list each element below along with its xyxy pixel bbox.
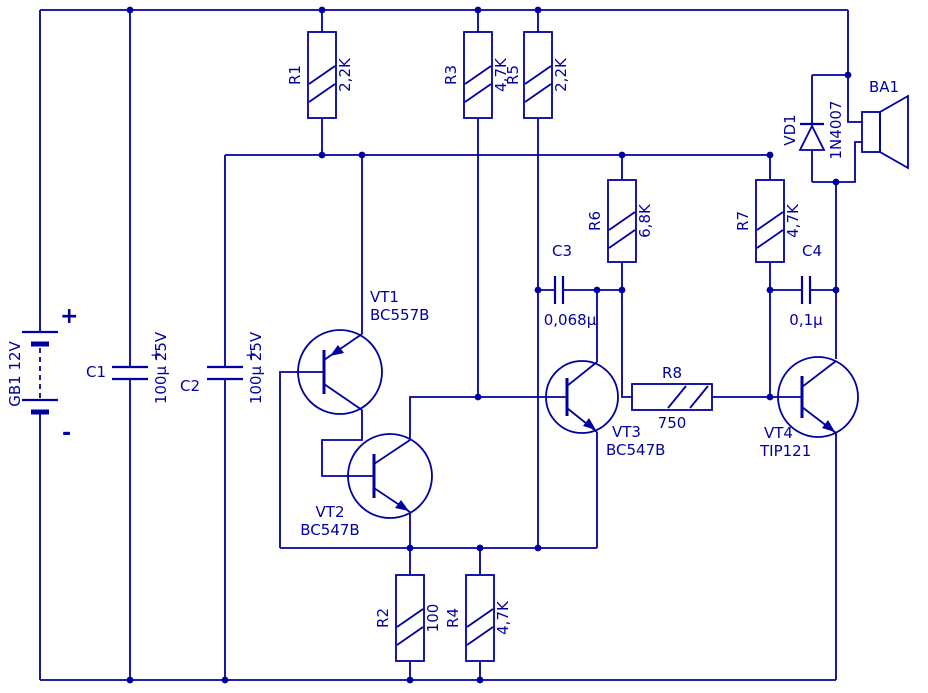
r8-ref-label: R8 [662, 364, 682, 382]
battery-short-plates [31, 341, 49, 415]
c1-plates [112, 365, 148, 381]
vt4-emitter-arrow [822, 420, 835, 432]
wires [39, 9, 862, 681]
c3-ref-label: C3 [552, 242, 572, 260]
r3-ref-label: R3 [442, 65, 460, 85]
c3-value-label: 0,068µ [544, 311, 597, 329]
capacitor-c2: C2 + 100µ 25V [180, 331, 265, 404]
vt3-value-label: BC547B [606, 441, 665, 459]
vt2-ref-label: VT2 [316, 503, 345, 521]
wire-vt1-connections [279, 155, 374, 548]
c2-value-label: 100µ 25V [247, 331, 265, 404]
transistor-vt4: VT4 TIP121 [759, 356, 859, 460]
r6-ref-label: R6 [586, 211, 604, 231]
resistor-r3: R3 4,7K [442, 31, 510, 119]
speaker-horn [879, 94, 909, 170]
c1-plus-sign: + [150, 346, 163, 364]
vt1-value-label: BC557B [370, 306, 429, 324]
transistor-vt3: VT3 BC547B [545, 360, 665, 459]
resistor-r4: R4 4,7K [444, 574, 512, 662]
r8-value-label: 750 [658, 414, 687, 432]
battery-plus-sign: + [60, 304, 78, 329]
r7-value-label: 4,7K [784, 203, 802, 238]
wire-r8-connections [621, 290, 802, 398]
c2-ref-label: C2 [180, 377, 200, 395]
r3-value-label: 4,7K [492, 57, 510, 92]
battery-ref-label: GB1 12V [6, 340, 24, 406]
c1-ref-label: C1 [86, 363, 106, 381]
wire-rails [39, 9, 848, 681]
resistor-r2: R2 100 [374, 574, 442, 662]
speaker-body [861, 111, 881, 153]
r7-ref-label: R7 [734, 211, 752, 231]
vd1-ref-label: VD1 [781, 114, 799, 145]
resistor-r6: R6 6,8K [586, 179, 654, 263]
r5-value-label: 2,2K [552, 57, 570, 92]
vt1-emitter-arrow [330, 345, 344, 356]
capacitor-c3: C3 0,068µ [544, 242, 597, 329]
r2-value-label: 100 [424, 604, 442, 633]
capacitor-c1: C1 + 100µ 25V [86, 331, 170, 404]
vd1-value-label: 1N4007 [827, 101, 845, 160]
capacitor-c4: C4 0,1µ [789, 242, 823, 329]
c2-plates [207, 365, 243, 381]
resistor-r5: R5 2,2K [504, 31, 570, 119]
vt2-emitter-arrow [395, 500, 409, 511]
vt3-ref-label: VT3 [612, 423, 641, 441]
r4-value-label: 4,7K [494, 600, 512, 635]
vt4-ref-label: VT4 [764, 424, 793, 442]
battery-minus-sign: - [62, 421, 71, 446]
resistor-r1: R1 2,2K [286, 31, 354, 119]
battery-gb1: + - GB1 12V [6, 304, 78, 446]
vd1-triangle [798, 123, 826, 151]
resistor-r8: R8 750 [631, 364, 713, 432]
ba1-ref-label: BA1 [869, 78, 899, 96]
c3-plates [553, 276, 565, 304]
transistor-vt2: VT2 BC547B [300, 433, 433, 539]
vt4-value-label: TIP121 [759, 442, 811, 460]
c4-plates [800, 276, 812, 304]
r6-value-label: 6,8K [636, 203, 654, 238]
c1-value-label: 100µ 25V [152, 331, 170, 404]
speaker-ba1: BA1 [861, 78, 909, 170]
wire-vt2-connections [409, 396, 567, 548]
r1-value-label: 2,2K [336, 57, 354, 92]
transistor-vt1: VT1 BC557B [297, 288, 429, 415]
diode-vd1: VD1 1N4007 [781, 101, 845, 160]
r1-ref-label: R1 [286, 65, 304, 85]
r5-ref-label: R5 [504, 65, 522, 85]
c2-plus-sign: + [245, 346, 258, 364]
vt3-emitter-arrow [583, 418, 596, 430]
battery-long-plates [22, 330, 58, 402]
vt2-value-label: BC547B [300, 521, 359, 539]
resistor-r7: R7 4,7K [734, 179, 802, 263]
vt1-ref-label: VT1 [370, 288, 399, 306]
r4-ref-label: R4 [444, 608, 462, 628]
c4-ref-label: C4 [802, 242, 822, 260]
junction-dots [126, 6, 852, 684]
c4-value-label: 0,1µ [789, 311, 823, 329]
r2-ref-label: R2 [374, 608, 392, 628]
